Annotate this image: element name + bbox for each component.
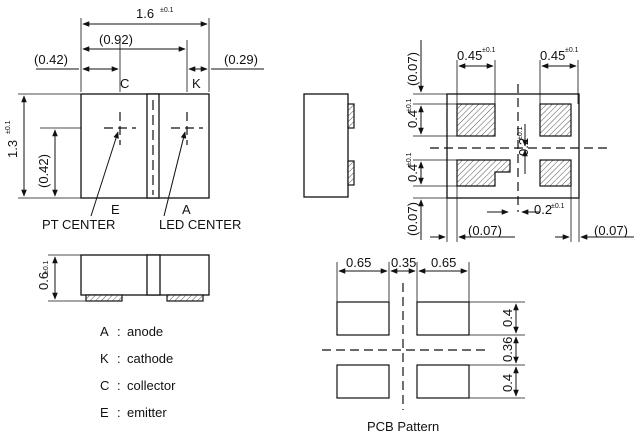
pad-width-left-label: 0.45 — [457, 48, 482, 63]
label-e: E — [111, 202, 120, 217]
bottom-margin-label: (0.07) — [405, 202, 420, 236]
end-view-body — [303, 93, 349, 198]
side-view-divider — [146, 254, 161, 296]
end-view — [303, 93, 355, 198]
pcb-pad-bl — [336, 364, 390, 399]
pcb-pad-tr — [416, 301, 470, 336]
top-view-body — [80, 93, 210, 199]
led-center-label: LED CENTER — [159, 217, 241, 232]
legend-key: K — [100, 351, 109, 366]
overall-width-tol: ±0.1 — [160, 7, 174, 14]
legend-sep: : — [117, 351, 121, 366]
pcb-width-right-label: 0.65 — [431, 255, 456, 270]
pad-height-bottom-label: 0.4 — [405, 164, 420, 182]
thickness-label: 0.6 — [36, 272, 51, 290]
pcb-pattern-title: PCB Pattern — [367, 419, 439, 434]
pcb-width-gap-label: 0.35 — [391, 255, 416, 270]
thickness-tol: ±0.1 — [43, 260, 50, 274]
legend-key: A — [100, 324, 109, 339]
end-view-pad-top — [347, 103, 355, 129]
legend-key: C — [100, 378, 109, 393]
legend-sep: : — [117, 324, 121, 339]
top-view: 1.6 ±0.1 (0.92) (0.42) (0.29) C K 1.3 ±0… — [5, 6, 264, 232]
legend-desc: emitter — [127, 405, 167, 420]
pcb-pattern: 0.65 0.35 0.65 0.4 0.36 0.4 PCB Pattern — [322, 255, 525, 434]
top-margin-label: (0.07) — [405, 52, 420, 86]
c-spacing-label: (0.92) — [99, 32, 133, 47]
gap-horizontal-label: 0.2 — [534, 202, 552, 217]
legend-key: E — [100, 405, 109, 420]
bottom-pad-tr — [539, 103, 572, 137]
right-margin-label: (0.07) — [594, 223, 628, 238]
legend-sep: : — [117, 405, 121, 420]
pcb-height-bottom-label: 0.4 — [500, 374, 515, 392]
pcb-pad-br — [416, 364, 470, 399]
end-view-pad-bottom — [347, 160, 355, 186]
side-view-pad-right — [166, 294, 204, 302]
pad-width-right-label: 0.45 — [540, 48, 565, 63]
height-label: 1.3 — [5, 140, 20, 158]
pad-width-right-tol: ±0.1 — [565, 47, 579, 54]
gap-vertical-tol: ±0.1 — [517, 126, 524, 140]
legend-desc: cathode — [127, 351, 173, 366]
pad-height-top-tol: ±0.1 — [406, 98, 413, 112]
pad-width-left-tol: ±0.1 — [482, 47, 496, 54]
pcb-pad-tl — [336, 301, 390, 336]
left-offset-label: (0.42) — [34, 52, 68, 67]
pcb-height-top-label: 0.4 — [500, 309, 515, 327]
pt-center-label: PT CENTER — [42, 217, 115, 232]
side-view-body — [80, 254, 210, 296]
overall-width-label: 1.6 — [136, 6, 154, 21]
label-c: C — [120, 76, 129, 91]
gap-vertical-label: 0.2 — [516, 138, 531, 156]
label-a: A — [182, 202, 191, 217]
legend-sep: : — [117, 378, 121, 393]
center-height-label: (0.42) — [36, 154, 51, 188]
label-k: K — [192, 76, 201, 91]
legend-desc: anode — [127, 324, 163, 339]
pad-height-bottom-tol: ±0.1 — [406, 152, 413, 166]
bottom-view: 0.45 ±0.1 0.45 ±0.1 (0.07) 0.4 ±0.1 0.4 … — [405, 40, 634, 242]
gap-horizontal-tol: ±0.1 — [551, 203, 565, 210]
left-margin-label: (0.07) — [468, 223, 502, 238]
pcb-width-left-label: 0.65 — [346, 255, 371, 270]
right-offset-label: (0.29) — [224, 52, 258, 67]
bottom-pad-tl — [456, 103, 496, 137]
pad-height-top-label: 0.4 — [405, 110, 420, 128]
legend-desc: collector — [127, 378, 176, 393]
side-view: 0.6 ±0.1 — [36, 254, 210, 302]
side-view-pad-left — [85, 294, 123, 302]
height-tol: ±0.1 — [5, 120, 12, 134]
pcb-height-gap-label: 0.36 — [500, 337, 515, 362]
pin-legend: A : anode K : cathode C : collector E : … — [100, 324, 176, 420]
bottom-pad-br — [539, 159, 572, 187]
